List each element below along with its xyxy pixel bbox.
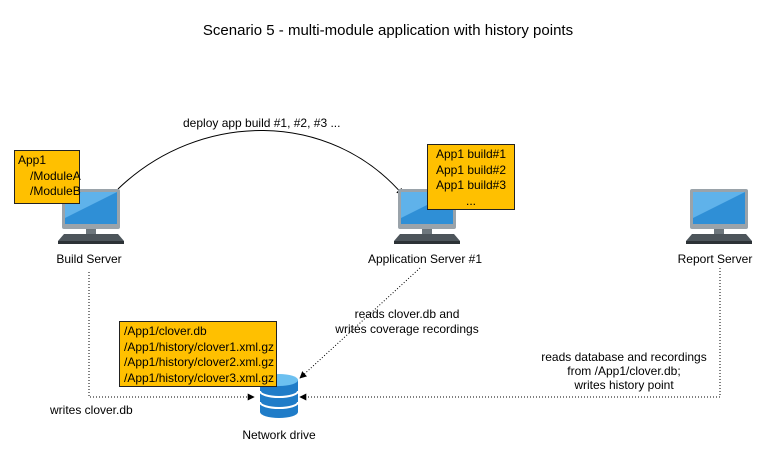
build-note-line: /ModuleA (30, 168, 81, 183)
edge-label-line: writes coverage recordings (335, 322, 479, 336)
report-to-drive-connector (299, 268, 721, 401)
deploy-edge-label: deploy app build #1, #2, #3 ... (183, 116, 341, 130)
deploy-arrow (117, 130, 404, 196)
report-to-drive-edge-label: reads database and recordings from /App1… (534, 350, 714, 392)
edge-label-line: reads clover.db and (354, 307, 460, 321)
app-server-label: Application Server #1 (367, 252, 483, 266)
report-server-label: Report Server (677, 252, 753, 266)
edge-label-line: from /App1/clover.db; (567, 364, 681, 378)
build-server-label: Build Server (56, 252, 122, 266)
drive-note-line: /App1/clover.db (124, 324, 207, 338)
app-note-line: App1 build#1 (435, 147, 507, 161)
report-server-computer-icon (686, 189, 752, 244)
edge-label-line: reads database and recordings (541, 350, 707, 364)
build-note-line: /ModuleB (30, 184, 81, 198)
app-server-note: App1 build#1 App1 build#2 App1 build#3 .… (427, 144, 515, 210)
app-note-line: App1 build#3 (435, 178, 507, 192)
drive-note-line: /App1/history/clover3.xml.gz (124, 370, 275, 385)
build-note-line: App1 (18, 153, 47, 167)
edge-label-line: writes history point (574, 378, 674, 392)
build-server-note: App1 /ModuleA /ModuleB (14, 150, 81, 204)
build-to-drive-connector (88, 272, 255, 401)
network-drive-note: /App1/clover.db /App1/history/clover1.xm… (119, 321, 277, 387)
diagram-title: Scenario 5 - multi-module application wi… (202, 22, 574, 39)
app-to-drive-edge-label: reads clover.db and writes coverage reco… (322, 307, 492, 337)
drive-note-line: /App1/history/clover2.xml.gz (124, 355, 275, 369)
app-note-line: App1 build#2 (435, 162, 507, 177)
build-to-drive-edge-label: writes clover.db (50, 403, 133, 417)
network-drive-label: Network drive (242, 428, 316, 442)
app-to-drive-connector (299, 267, 421, 379)
app-note-line: ... (465, 193, 476, 208)
drive-note-line: /App1/history/clover1.xml.gz (124, 339, 275, 354)
